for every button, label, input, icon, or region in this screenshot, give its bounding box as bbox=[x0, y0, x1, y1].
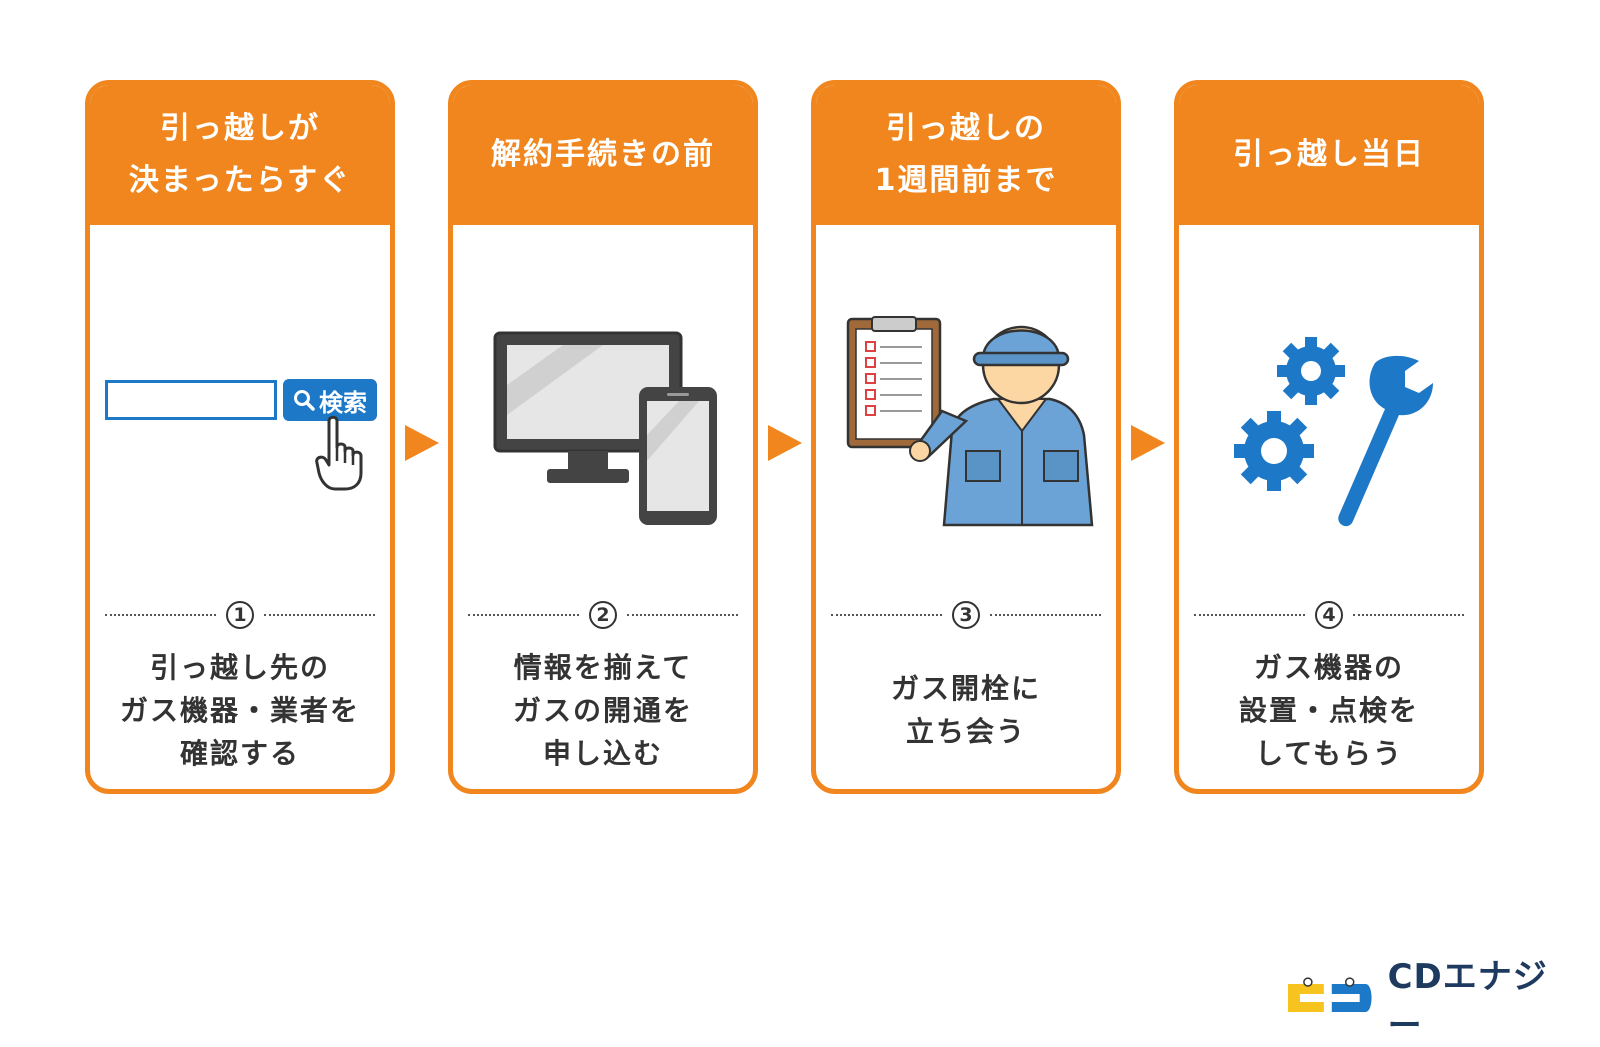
step-description-2: 情報を揃えて ガスの開通を 申し込む bbox=[453, 640, 753, 780]
step-card-4: 引っ越し当日 bbox=[1174, 80, 1484, 794]
step-card-3: 引っ越しの 1週間前まで bbox=[811, 80, 1121, 794]
worker-with-clipboard-icon bbox=[846, 316, 1094, 527]
step-desc-line: 確認する bbox=[179, 736, 300, 770]
step-card-1: 引っ越しが 決まったらすぐ 検索 1 引っ越し先の ガス機器・業者を 確認する bbox=[85, 80, 395, 794]
step-desc-line: ガス開栓に bbox=[890, 672, 1041, 705]
step-divider-4: 4 bbox=[1194, 597, 1464, 633]
step-header-1: 引っ越しが 決まったらすぐ bbox=[90, 85, 390, 225]
step-desc-line: 申し込む bbox=[542, 736, 663, 770]
logo-text: CDエナジー bbox=[1387, 957, 1548, 1046]
step-description-3: ガス開栓に 立ち会う bbox=[816, 640, 1116, 780]
step-desc-line: ガス機器・業者を bbox=[119, 693, 360, 727]
step-header-line: 引っ越しの bbox=[886, 111, 1046, 146]
cd-energy-logo-icon bbox=[1287, 977, 1372, 1012]
step-header-line: 解約手続きの前 bbox=[491, 137, 715, 172]
step-header-line: 1週間前まで bbox=[874, 163, 1058, 198]
step-description-4: ガス機器の 設置・点検を してもらう bbox=[1179, 640, 1479, 780]
step-desc-line: 情報を揃えて bbox=[513, 650, 693, 684]
step-number: 1 bbox=[226, 601, 254, 629]
step-desc-line: 立ち会う bbox=[905, 715, 1026, 748]
step-description-1: 引っ越し先の ガス機器・業者を 確認する bbox=[90, 640, 390, 780]
step-desc-line: してもらう bbox=[1255, 736, 1403, 770]
gears-wrench-icon bbox=[1234, 337, 1433, 527]
monitor-smartphone-icon bbox=[493, 331, 717, 525]
step-number: 3 bbox=[952, 601, 980, 629]
tools-illustration bbox=[1179, 225, 1479, 585]
step-desc-line: ガス機器の bbox=[1253, 650, 1404, 684]
step-header-line: 決まったらすぐ bbox=[128, 163, 352, 198]
search-button-illustration: 検索 bbox=[283, 379, 377, 421]
step-header-2: 解約手続きの前 bbox=[453, 85, 753, 225]
magnifier-icon bbox=[294, 390, 315, 411]
flow-arrow-1 bbox=[405, 425, 439, 461]
step-divider-3: 3 bbox=[831, 597, 1101, 633]
step-desc-line: 設置・点検を bbox=[1238, 693, 1419, 727]
step-header-line: 引っ越しが bbox=[159, 111, 320, 146]
worker-illustration bbox=[816, 225, 1116, 585]
search-button-label: 検索 bbox=[319, 388, 367, 417]
search-illustration: 検索 bbox=[90, 225, 390, 585]
step-header-line: 引っ越し当日 bbox=[1233, 137, 1425, 172]
step-divider-2: 2 bbox=[468, 597, 738, 633]
step-header-4: 引っ越し当日 bbox=[1179, 85, 1479, 225]
search-input-illustration bbox=[105, 380, 277, 420]
step-desc-line: 引っ越し先の bbox=[149, 650, 330, 684]
brand-logo: CDエナジー bbox=[1282, 957, 1582, 1046]
step-divider-1: 1 bbox=[105, 597, 375, 633]
step-card-2: 解約手続きの前 2 情報を揃えて ガスの開通を 申し込む bbox=[448, 80, 758, 794]
flow-arrow-3 bbox=[1131, 425, 1165, 461]
hand-cursor-icon bbox=[315, 415, 363, 491]
step-header-3: 引っ越しの 1週間前まで bbox=[816, 85, 1116, 225]
step-number: 2 bbox=[589, 601, 617, 629]
flow-arrow-2 bbox=[768, 425, 802, 461]
step-number: 4 bbox=[1315, 601, 1343, 629]
step-desc-line: ガスの開通を bbox=[512, 693, 693, 727]
devices-illustration bbox=[453, 225, 753, 585]
